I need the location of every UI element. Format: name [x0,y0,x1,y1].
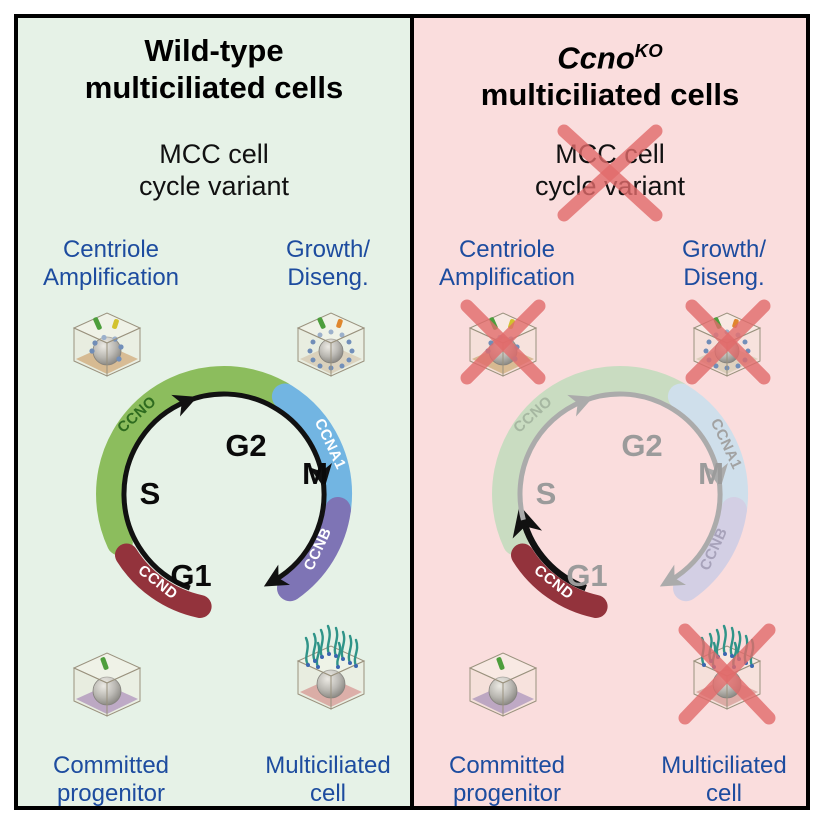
gene-superscript: KO [634,40,663,61]
cyclin-label-ccna1: CCNA1 [707,416,745,472]
title-line1: CcnoKO [414,32,806,76]
cell-multiciliated-icon [692,624,762,711]
cycle-arrow-g1-active [512,505,587,592]
title-line2: multiciliated cells [84,70,344,105]
cell-multiciliated-icon [296,624,366,711]
cycle-arrow-g2-m [185,391,332,489]
cyclin-label-ccnb: CCNB [697,525,732,573]
cycle-arrow-m-end [263,476,327,587]
red-x-icon-centriole-amplification [460,299,546,385]
cyclin-label-ccno: CCNO [510,393,556,437]
phase-label-s: S [536,476,557,511]
phase-label-m: M [698,456,724,491]
cycle-arrow-g2m-faded [581,391,728,489]
cyclin-band-ccnd [115,543,212,618]
cycle-arrow-s-faded [517,394,594,521]
subtitle-mcc-variant: MCC cell cycle variant [534,139,686,201]
phase-label-g2: G2 [621,428,662,463]
cell-centriole-amplification-icon [73,312,141,377]
phase-label-m: M [302,456,328,491]
panel-title-ccno-ko: CcnoKO multiciliated cells [414,32,806,113]
phase-label-g1: G1 [170,558,211,593]
subtitle-mcc-variant: MCC cell cycle variant [138,139,290,201]
cyclin-label-ccnd: CCND [135,562,181,603]
cyclin-band-ccna1-faded [667,383,748,523]
panel-wildtype: Wild-type multiciliated cells MCC cell c… [18,18,410,806]
wildtype-scene: S G2 M G1 CCNO CCNA1 CCNB CCND [73,312,366,717]
phase-label-s: S [140,476,161,511]
label-centriole-amplification: Centriole Amplification [438,236,576,291]
phase-label-g1: G1 [566,558,607,593]
phase-label-g2: G2 [225,428,266,463]
title-line1: Wild-type [144,33,284,68]
cycle-arrow-end-faded [659,476,723,587]
cyclin-band-ccnb [277,497,351,602]
knockout-cross-marks [460,124,776,725]
cyclin-band-ccnb-faded [673,497,747,602]
cyclin-label-ccnb: CCNB [301,525,336,573]
red-x-icon-growth-disengagement [685,299,771,385]
cyclin-band-ccnd [511,543,608,618]
cyclin-label-ccnd: CCND [531,562,577,603]
label-multiciliated-cell: Multiciliated cell [265,752,391,806]
label-committed-progenitor: Committed progenitor [448,752,566,806]
label-growth-disengagement: Growth/ Diseng. [285,236,371,291]
ccno-ko-scene: S G2 M G1 CCNO CCNA1 CCNB CCND [460,124,776,725]
cell-growth-disengagement-icon [693,312,761,377]
cell-committed-progenitor-icon [73,652,141,717]
red-x-icon-multiciliated-cell [678,623,776,725]
cell-committed-progenitor-icon [469,652,537,717]
cyclin-band-ccna1 [271,383,352,523]
title-line2: multiciliated cells [480,77,740,113]
panel-ccno-ko: CcnoKO multiciliated cells MCC cell cycl… [414,18,806,806]
label-growth-disengagement: Growth/ Diseng. [681,236,767,291]
cell-cycle-diagram: S G2 M G1 CCNO CCNA1 CCNB CCND [96,366,352,618]
cyclin-label-ccno: CCNO [114,393,160,437]
cyclin-band-ccno-faded [492,366,691,556]
cycle-arrow-g1-s [121,394,198,591]
label-multiciliated-cell: Multiciliated cell [661,752,787,806]
label-centriole-amplification: Centriole Amplification [42,236,180,291]
graphical-abstract: Wild-type multiciliated cells MCC cell c… [14,14,810,810]
cell-growth-disengagement-icon [297,312,365,377]
cell-cycle-diagram-faded: S G2 M G1 CCNO CCNA1 CCNB CCND [492,366,748,618]
gene-name: Ccno [557,40,635,76]
cyclin-label-ccna1: CCNA1 [311,416,349,472]
label-committed-progenitor: Committed progenitor [52,752,170,806]
panel-title-wildtype: Wild-type multiciliated cells [18,32,410,106]
cyclin-band-ccno [96,366,295,556]
cell-centriole-amplification-icon [469,312,537,377]
